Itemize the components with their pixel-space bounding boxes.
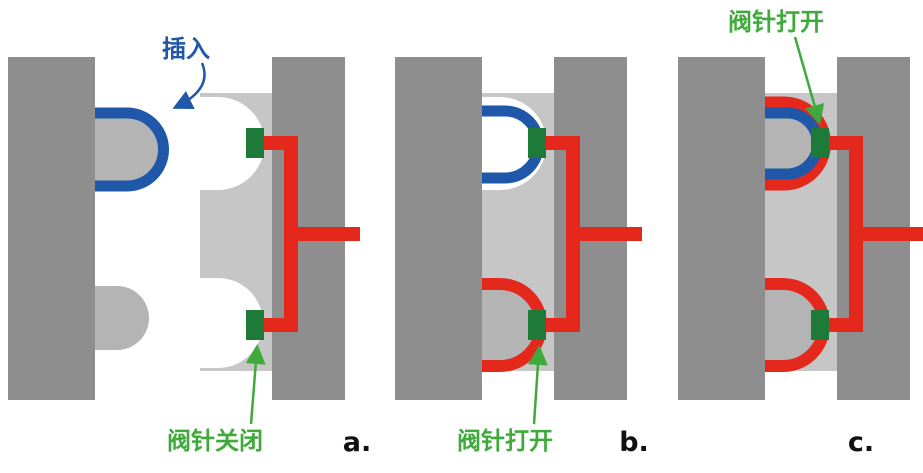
- valve-closed-label: 阀针关闭: [167, 427, 263, 455]
- moving-mold-half: [678, 57, 765, 400]
- valve-gate-bottom: [528, 310, 546, 340]
- valve-open-arrow-top: [793, 36, 825, 125]
- valve-closed-arrow: [245, 344, 266, 425]
- runner-inlet: [284, 227, 360, 241]
- insert: [95, 107, 169, 192]
- moving-mold-half: [395, 57, 482, 400]
- valve-gate-bottom: [811, 310, 829, 340]
- valve-gate-bottom: [246, 310, 264, 340]
- valve-gate-top: [811, 128, 829, 158]
- runner-branch-bottom: [262, 318, 286, 332]
- insert-arrow: [172, 62, 206, 109]
- runner-branch-bottom: [827, 318, 851, 332]
- valve-gate-top: [246, 128, 264, 158]
- runner-inlet: [849, 227, 923, 241]
- insert-label: 插入: [162, 35, 210, 63]
- runner-branch-top: [827, 136, 851, 150]
- step-label-b: b.: [619, 427, 649, 458]
- valve-gate-top: [528, 128, 546, 158]
- runner-branch-top: [544, 136, 568, 150]
- valve-open-arrow-bottom: [527, 345, 548, 425]
- insert: [765, 107, 823, 180]
- core-pin: [95, 286, 149, 350]
- cavity-top: [200, 97, 265, 190]
- panel-b: [395, 57, 642, 400]
- moving-mold-half: [8, 57, 95, 400]
- panel-a: [8, 57, 360, 400]
- valve-open-label-bottom: 阀针打开: [457, 427, 553, 455]
- step-label-a: a.: [343, 427, 371, 458]
- runner-branch-top: [262, 136, 286, 150]
- step-label-c: c.: [848, 427, 874, 458]
- panel-c: [678, 57, 923, 400]
- runner-inlet: [566, 227, 642, 241]
- annotations: 插入 阀针打开 阀针关闭 阀针打开 a. b. c.: [162, 8, 874, 458]
- runner-branch-bottom: [544, 318, 568, 332]
- valve-open-label-top: 阀针打开: [728, 8, 824, 36]
